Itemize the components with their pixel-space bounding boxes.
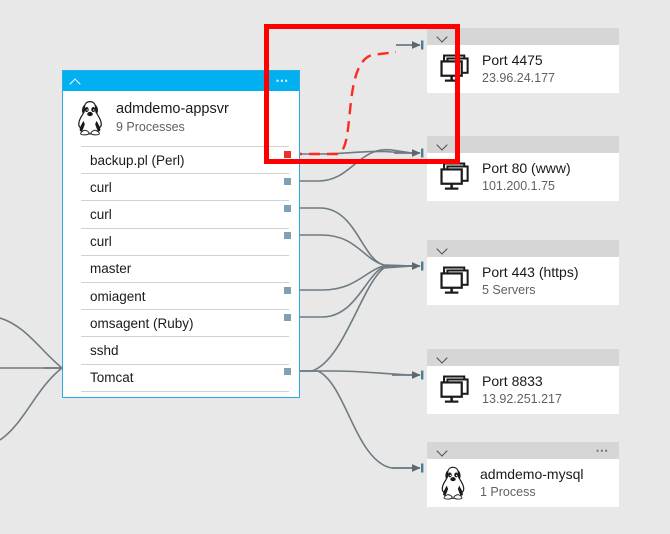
card-header[interactable] bbox=[427, 136, 619, 153]
process-connector-nub-omiagent bbox=[284, 286, 291, 294]
linux-penguin-icon bbox=[441, 466, 465, 500]
chevron-down-icon[interactable] bbox=[437, 245, 448, 253]
node-subtitle: 23.96.24.177 bbox=[482, 71, 555, 85]
node-card-port-8833[interactable]: Port 8833 13.92.251.217 bbox=[427, 349, 619, 414]
wire-tomcat-mysql bbox=[291, 370, 412, 469]
process-row[interactable]: master bbox=[81, 255, 289, 283]
ellipsis-icon[interactable]: ⋯ bbox=[275, 73, 290, 88]
node-title: Port 8833 bbox=[482, 373, 543, 389]
process-connector-nub-backup bbox=[284, 150, 291, 158]
server-stack-icon bbox=[440, 54, 469, 82]
process-list: backup.pl (Perl) curl curl curl master o… bbox=[81, 146, 289, 392]
panel-titlebar[interactable]: ⋯ bbox=[63, 71, 299, 91]
machine-process-count: 9 Processes bbox=[116, 120, 185, 134]
node-title: Port 80 (www) bbox=[482, 160, 571, 176]
server-stack-icon bbox=[440, 162, 469, 190]
process-name: omsagent (Ruby) bbox=[90, 315, 194, 331]
node-card-port-4475[interactable]: Port 4475 23.96.24.177 bbox=[427, 28, 619, 93]
server-stack-icon bbox=[440, 375, 469, 403]
node-card-port-80[interactable]: Port 80 (www) 101.200.1.75 bbox=[427, 136, 619, 201]
process-connector-nub-curl1 bbox=[284, 177, 291, 185]
card-body: Port 443 (https) 5 Servers bbox=[427, 257, 619, 305]
process-row[interactable]: curl bbox=[81, 228, 289, 256]
wire-inbound-3 bbox=[0, 367, 63, 441]
wire-omiagent-port443 bbox=[291, 265, 412, 291]
node-subtitle: 1 Process bbox=[480, 485, 536, 499]
process-row[interactable]: sshd bbox=[81, 337, 289, 365]
process-row[interactable]: curl bbox=[81, 174, 289, 202]
chevron-down-icon[interactable] bbox=[437, 447, 448, 455]
card-body: Port 8833 13.92.251.217 bbox=[427, 366, 619, 414]
process-row[interactable]: curl bbox=[81, 201, 289, 229]
card-body: Port 80 (www) 101.200.1.75 bbox=[427, 153, 619, 201]
card-header[interactable]: ⋯ bbox=[427, 442, 619, 459]
card-header[interactable] bbox=[427, 28, 619, 45]
process-connector-nub-omsagent bbox=[284, 313, 291, 321]
wire-backup-port4475-highlighted bbox=[291, 50, 397, 156]
wire-tomcat-port443 bbox=[291, 265, 413, 372]
card-header[interactable] bbox=[427, 349, 619, 366]
chevron-down-icon[interactable] bbox=[437, 141, 448, 149]
process-name: curl bbox=[90, 206, 112, 222]
linux-penguin-icon bbox=[78, 100, 102, 136]
process-name: omiagent bbox=[90, 288, 146, 304]
chevron-down-icon[interactable] bbox=[437, 354, 448, 362]
wire-curl3-port443 bbox=[291, 234, 413, 267]
process-name: curl bbox=[90, 179, 112, 195]
process-name: backup.pl (Perl) bbox=[90, 152, 185, 168]
wire-curl1-port80 bbox=[291, 149, 413, 182]
machine-name: admdemo-appsvr bbox=[116, 101, 229, 117]
machine-header: admdemo-appsvr 9 Processes bbox=[63, 91, 299, 144]
card-body: Port 4475 23.96.24.177 bbox=[427, 45, 619, 93]
chevron-down-icon[interactable] bbox=[437, 33, 448, 41]
wire-omsagent-port443 bbox=[291, 265, 413, 318]
process-name: curl bbox=[90, 234, 112, 250]
process-row[interactable]: omsagent (Ruby) bbox=[81, 310, 289, 338]
process-connector-nub-tomcat bbox=[284, 367, 291, 375]
node-subtitle: 13.92.251.217 bbox=[482, 392, 562, 406]
wire-curl2-port443 bbox=[291, 207, 413, 267]
node-title: Port 443 (https) bbox=[482, 264, 579, 280]
node-title: admdemo-mysql bbox=[480, 466, 584, 482]
process-name: master bbox=[90, 261, 132, 277]
node-title: Port 4475 bbox=[482, 52, 543, 68]
machine-panel-admdemo-appsvr[interactable]: ⋯ admdemo-appsvr 9 Processes bbox=[62, 70, 300, 398]
card-body: admdemo-mysql 1 Process bbox=[427, 459, 619, 507]
process-row[interactable]: backup.pl (Perl) bbox=[81, 147, 289, 175]
process-row[interactable]: omiagent bbox=[81, 282, 289, 311]
node-subtitle: 101.200.1.75 bbox=[482, 179, 555, 193]
chevron-up-icon[interactable] bbox=[70, 78, 81, 85]
card-header[interactable] bbox=[427, 240, 619, 257]
node-card-port-443[interactable]: Port 443 (https) 5 Servers bbox=[427, 240, 619, 305]
ellipsis-icon[interactable]: ⋯ bbox=[595, 443, 610, 458]
process-connector-nub-curl3 bbox=[284, 231, 291, 239]
wire-inbound-1 bbox=[0, 317, 63, 369]
node-card-admdemo-mysql[interactable]: ⋯ admdemo-mysql 1 Process bbox=[427, 442, 619, 507]
process-connector-nub-curl2 bbox=[284, 204, 291, 212]
server-stack-icon bbox=[440, 266, 469, 294]
node-subtitle: 5 Servers bbox=[482, 283, 536, 297]
process-name: sshd bbox=[90, 342, 119, 358]
process-row[interactable]: Tomcat bbox=[81, 364, 289, 392]
process-name: Tomcat bbox=[90, 370, 134, 386]
